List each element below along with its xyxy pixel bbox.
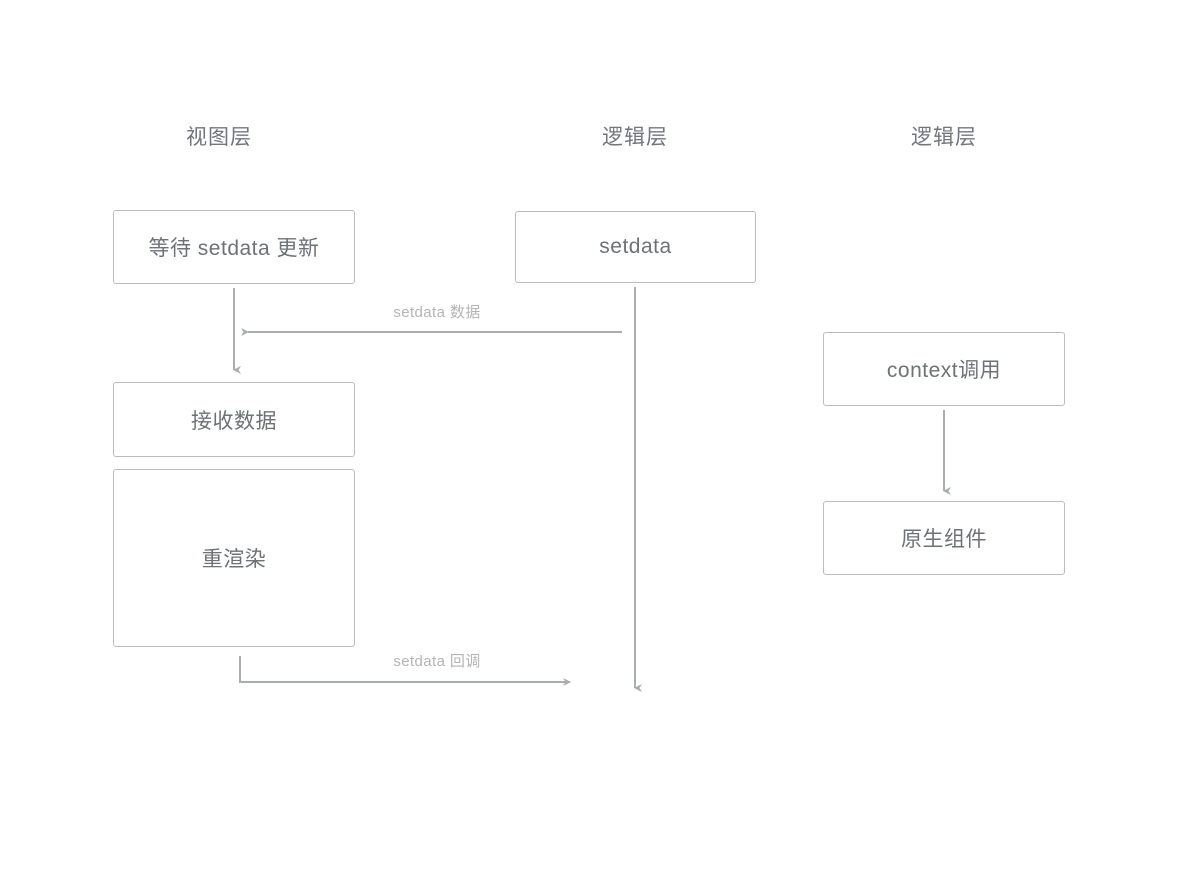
node-rerender[interactable]: 重渲染 — [113, 469, 355, 647]
edge-label-setdata-data: setdata 数据 — [393, 304, 481, 321]
column-header-view-layer: 视图层 — [186, 126, 252, 149]
column-header-logic-layer-right: 逻辑层 — [911, 126, 977, 149]
node-native-component[interactable]: 原生组件 — [823, 501, 1065, 575]
node-receive-data[interactable]: 接收数据 — [113, 382, 355, 457]
node-setdata[interactable]: setdata — [515, 211, 756, 283]
column-header-logic-layer-center: 逻辑层 — [602, 126, 668, 149]
edge-label-setdata-callback: setdata 回调 — [393, 653, 481, 670]
node-wait-setdata-update[interactable]: 等待 setdata 更新 — [113, 210, 355, 284]
node-context-call[interactable]: context调用 — [823, 332, 1065, 406]
